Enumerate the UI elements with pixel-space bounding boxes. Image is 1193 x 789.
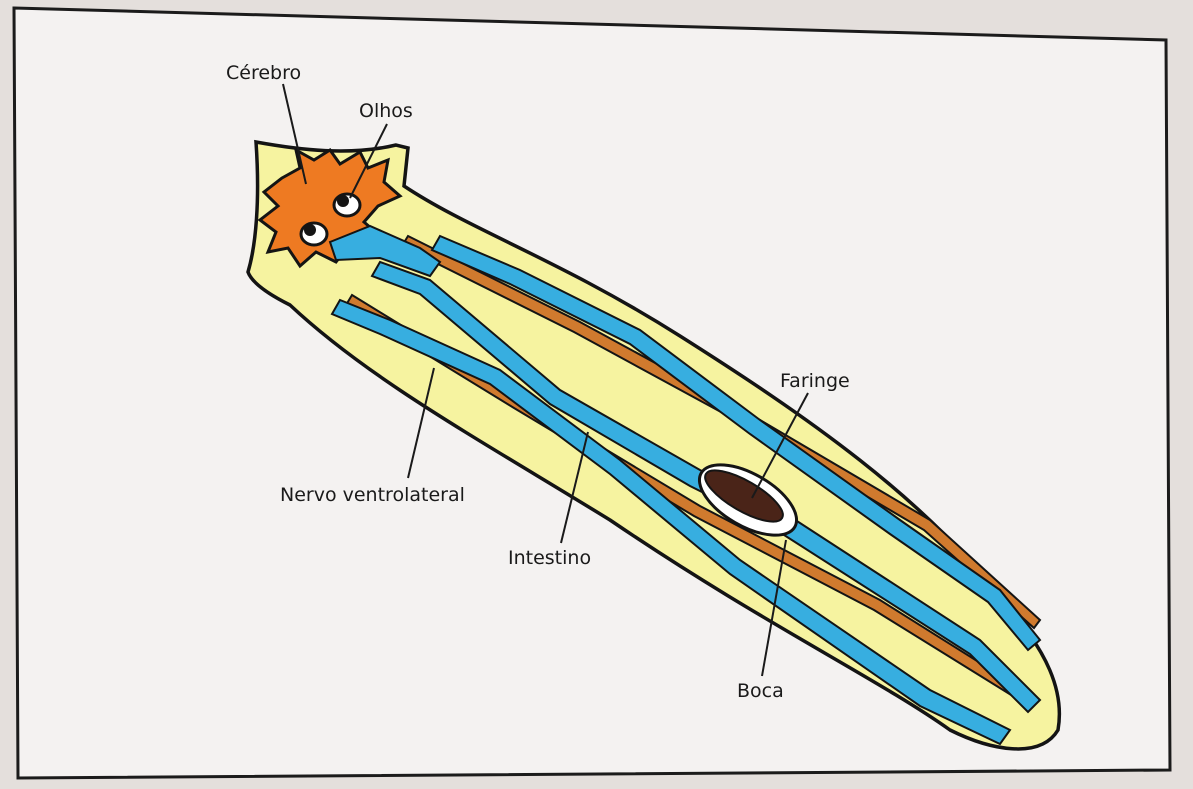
label-faringe: Faringe [780, 372, 850, 391]
label-intestino: Intestino [508, 549, 591, 568]
label-olhos: Olhos [359, 102, 413, 121]
label-cerebro: Cérebro [226, 64, 301, 83]
label-boca: Boca [737, 682, 784, 701]
label-nervo-ventrolateral: Nervo ventrolateral [280, 486, 465, 505]
